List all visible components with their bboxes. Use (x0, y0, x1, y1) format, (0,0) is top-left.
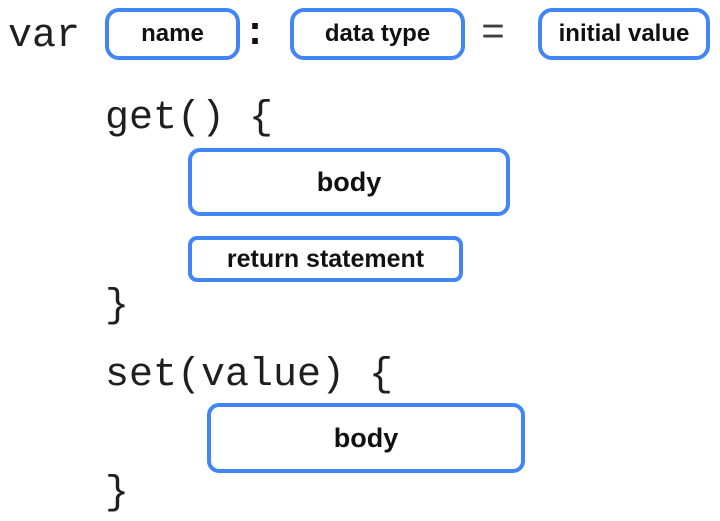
setter-close-brace: } (105, 471, 130, 516)
equals-sign: = (481, 11, 506, 57)
var-keyword: var (8, 14, 81, 59)
setter-body-placeholder-label: body (333, 422, 399, 453)
getter-open-code: get() { (105, 96, 274, 141)
setter-body-placeholder-box: body (207, 403, 525, 473)
getter-close-brace: } (105, 284, 130, 329)
name-placeholder-label: name (141, 20, 204, 47)
initial-value-placeholder-box: initial value (538, 8, 710, 60)
initial-value-placeholder-label: initial value (558, 20, 690, 47)
getter-body-placeholder-label: body (316, 166, 382, 197)
getter-body-placeholder-box: body (188, 148, 510, 216)
setter-open-code: set(value) { (105, 353, 394, 398)
return-statement-placeholder-label: return statement (226, 244, 425, 273)
name-placeholder-box: name (105, 8, 240, 60)
return-statement-placeholder-box: return statement (188, 236, 463, 282)
data-type-placeholder-box: data type (290, 8, 465, 60)
data-type-placeholder-label: data type (324, 20, 431, 47)
colon-separator: : (243, 11, 268, 57)
